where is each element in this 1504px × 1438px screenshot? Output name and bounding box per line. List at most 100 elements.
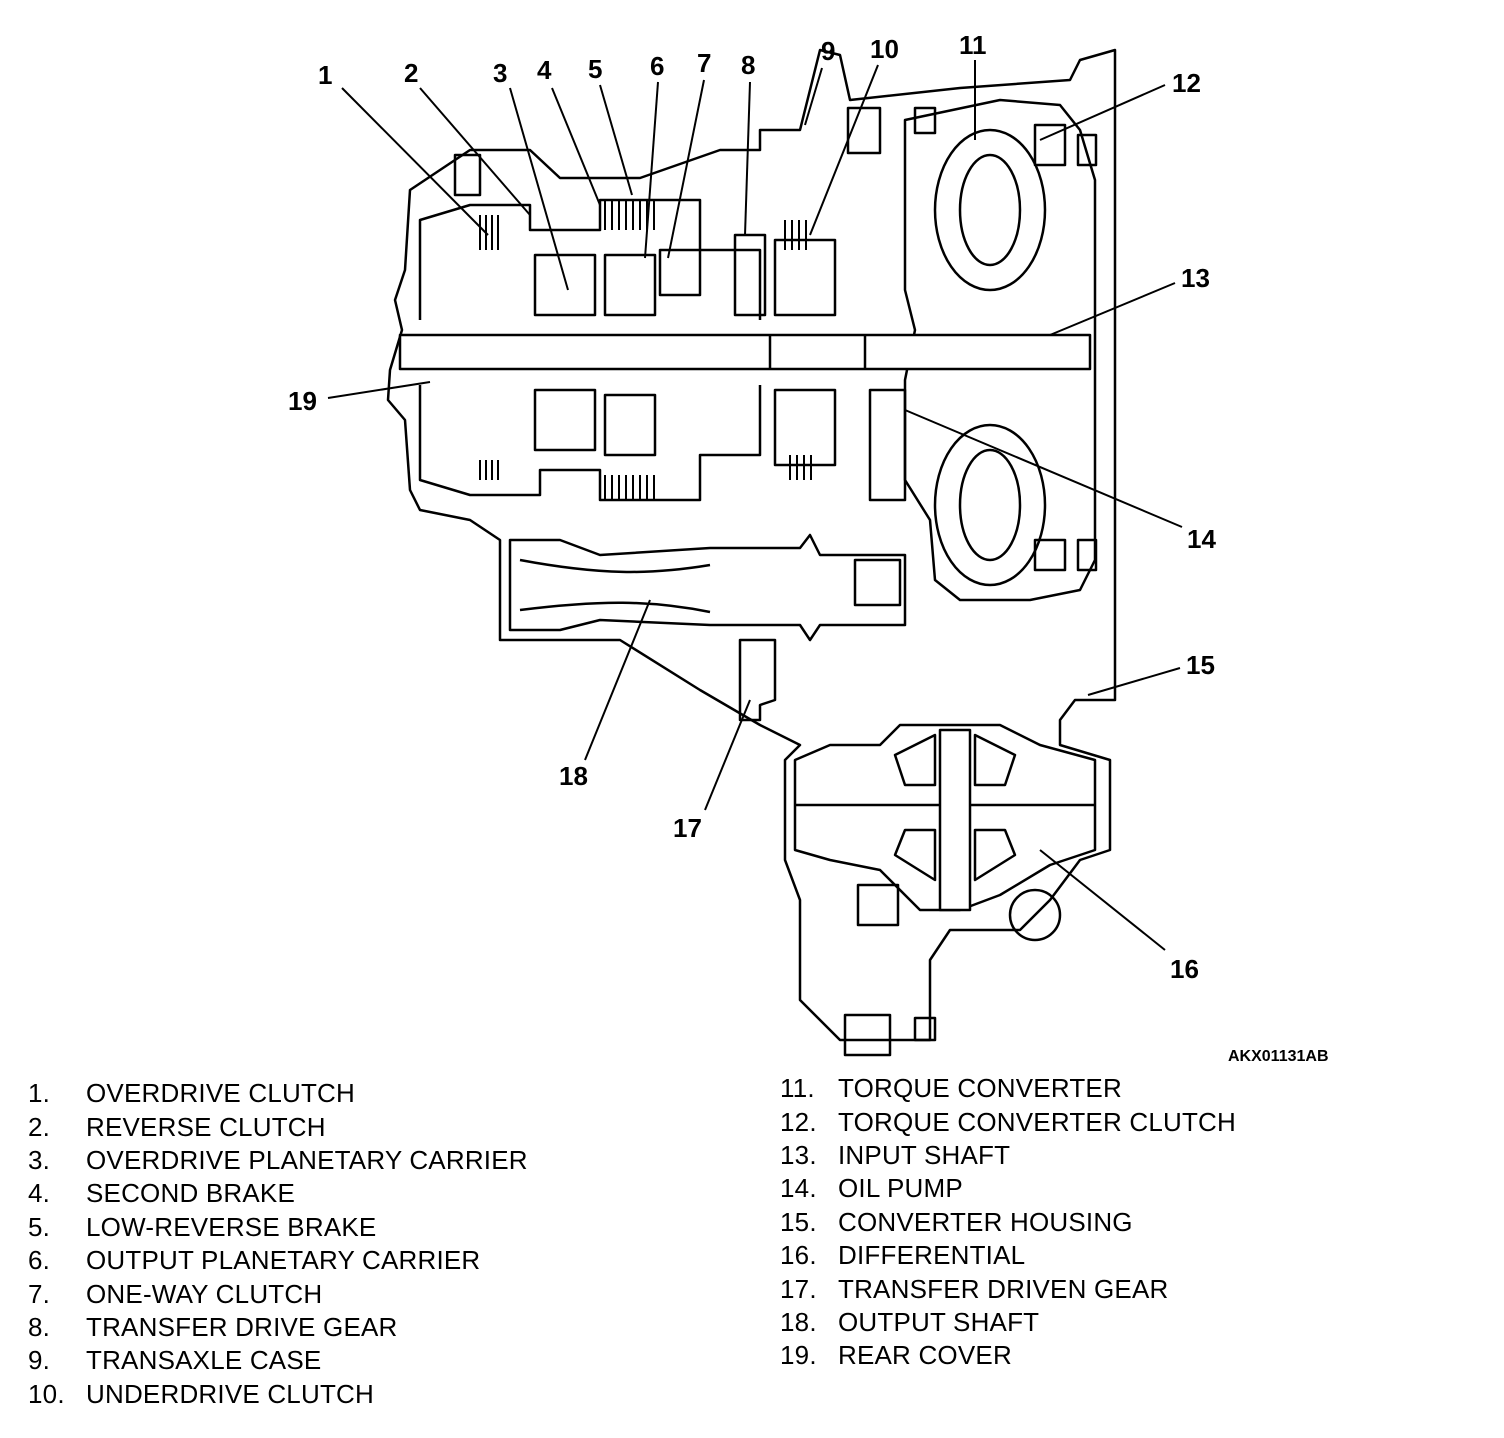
legend-item: 18. OUTPUT SHAFT: [780, 1306, 1236, 1339]
torque-converter-upper-inner: [958, 153, 1022, 267]
callout-10: 10: [870, 34, 899, 64]
legend-label: ONE-WAY CLUTCH: [86, 1278, 323, 1309]
legend-number: 12.: [780, 1106, 817, 1137]
legend-number: 11.: [780, 1073, 815, 1104]
output-planetary-carrier-upper: [603, 253, 657, 317]
tc-clutch-upper: [1033, 123, 1067, 167]
legend-label: OVERDRIVE CLUTCH: [86, 1078, 356, 1109]
legend-left: 1. OVERDRIVE CLUTCH 2.REVERSE CLUTCH 3. OV…: [28, 1077, 528, 1411]
callout-14: 14: [1187, 524, 1216, 554]
differential-gear-lower-right: [973, 828, 1017, 882]
callout-6: 6: [650, 51, 665, 81]
overdrive-planetary-carrier-lower: [533, 388, 597, 452]
legend-item: 14.OIL PUMP: [780, 1172, 1236, 1205]
legend-label: OUTPUT PLANETARY CARRIER: [86, 1245, 481, 1276]
legend-item: 15. CONVERTER HOUSING: [780, 1206, 1236, 1239]
legend-item: 5. LOW-REVERSE BRAKE: [28, 1211, 528, 1244]
torque-converter-lower: [933, 423, 1047, 587]
legend-item: 19. REAR COVER: [780, 1339, 1236, 1372]
legend-item: 3. OVERDRIVE PLANETARY CARRIER: [28, 1144, 528, 1177]
differential-gear-upper-left: [893, 733, 937, 787]
legend-number: 3.: [28, 1144, 51, 1175]
legend-number: 1.: [28, 1078, 51, 1109]
legend-item: 4. SECOND BRAKE: [28, 1177, 528, 1210]
legend-label: TRANSFER DRIVE GEAR: [86, 1311, 398, 1342]
legend-number: 13.: [780, 1139, 817, 1170]
legend-number: 17.: [780, 1273, 817, 1304]
clutch-housing-upper: [418, 198, 762, 320]
legend-label: SECOND BRAKE: [86, 1178, 296, 1209]
legend-label: OIL PUMP: [838, 1173, 963, 1204]
legend-right: 11. TORQUE CONVERTER 12. TORQUE CONVERTER …: [780, 1072, 1236, 1373]
main-shaft: [398, 333, 1092, 371]
converter-housing-outline: [903, 98, 1097, 602]
transaxle-case-outline: [386, 48, 1117, 1042]
differential-case: [793, 723, 1097, 912]
legend-number: 16.: [780, 1240, 817, 1271]
callout-19: 19: [288, 386, 317, 416]
callout-15: 15: [1186, 650, 1215, 680]
clutch-plates-upper: [479, 200, 807, 250]
bolt: [853, 558, 902, 607]
output-planetary-carrier-lower: [603, 393, 657, 457]
callout-12: 12: [1172, 68, 1201, 98]
transaxle-cross-section-drawing: [327, 48, 1183, 1057]
legend-item: 16. DIFFERENTIAL: [780, 1239, 1236, 1272]
legend-label: LOW-REVERSE BRAKE: [86, 1211, 377, 1242]
legend-item: 9.TRANSAXLE CASE: [28, 1344, 528, 1377]
legend-number: 5.: [28, 1211, 51, 1242]
underdrive-clutch-upper: [773, 238, 837, 317]
torque-converter-upper: [933, 128, 1047, 292]
figure-code: AKX01131AB: [1228, 1048, 1329, 1065]
legend-label: OUTPUT SHAFT: [838, 1306, 1040, 1337]
callout-13: 13: [1181, 263, 1210, 293]
callout-3: 3: [493, 58, 508, 88]
legend-number: 18.: [780, 1306, 817, 1337]
legend-item: 12. TORQUE CONVERTER CLUTCH: [780, 1105, 1236, 1138]
leader-lines: [327, 60, 1183, 951]
bolt: [1076, 133, 1098, 167]
callout-9: 9: [821, 36, 836, 66]
overdrive-planetary-carrier-upper: [533, 253, 597, 317]
legend-item: 11. TORQUE CONVERTER: [780, 1072, 1236, 1105]
callout-4: 4: [537, 55, 552, 85]
legend-number: 19.: [780, 1340, 817, 1371]
transfer-drive-gear: [733, 233, 767, 317]
legend-number: 10.: [28, 1378, 65, 1409]
bolt: [453, 153, 482, 197]
legend-label: TORQUE CONVERTER: [838, 1073, 1122, 1104]
callout-18: 18: [559, 761, 588, 791]
legend-label: DIFFERENTIAL: [838, 1240, 1026, 1271]
differential-drain-plug: [1008, 888, 1062, 942]
output-shaft-taper: [519, 558, 711, 614]
legend-label: TORQUE CONVERTER CLUTCH: [838, 1106, 1237, 1137]
legend-item: 2.REVERSE CLUTCH: [28, 1110, 528, 1143]
legend-number: 15.: [780, 1206, 817, 1237]
legend-label: OVERDRIVE PLANETARY CARRIER: [86, 1144, 528, 1175]
bolt: [846, 106, 882, 155]
legend-number: 4.: [28, 1178, 51, 1209]
legend-number: 7.: [28, 1278, 51, 1309]
callout-11: 11: [959, 30, 987, 60]
legend-item: 10.UNDERDRIVE CLUTCH: [28, 1378, 528, 1411]
legend-label: TRANSAXLE CASE: [86, 1345, 322, 1376]
torque-converter-lower-inner: [958, 448, 1022, 562]
legend-item: 8.TRANSFER DRIVE GEAR: [28, 1311, 528, 1344]
bolt: [856, 883, 900, 927]
underdrive-clutch-lower: [773, 388, 837, 467]
callout-1: 1: [318, 60, 333, 90]
output-shaft: [508, 533, 907, 642]
bolt: [913, 1016, 937, 1042]
callout-2: 2: [404, 58, 419, 88]
differential-gear-lower-left: [893, 828, 937, 882]
legend-item: 6.OUTPUT PLANETARY CARRIER: [28, 1244, 528, 1277]
clutch-housing-lower: [418, 385, 762, 502]
legend-label: CONVERTER HOUSING: [838, 1206, 1133, 1237]
legend-number: 2.: [28, 1111, 51, 1142]
differential-pinion-shaft: [938, 728, 972, 912]
tc-clutch-lower: [1033, 538, 1067, 572]
oil-pump: [868, 388, 907, 502]
legend-item: 13.INPUT SHAFT: [780, 1139, 1236, 1172]
legend-label: TRANSFER DRIVEN GEAR: [838, 1273, 1169, 1304]
legend-label: REAR COVER: [838, 1340, 1012, 1371]
